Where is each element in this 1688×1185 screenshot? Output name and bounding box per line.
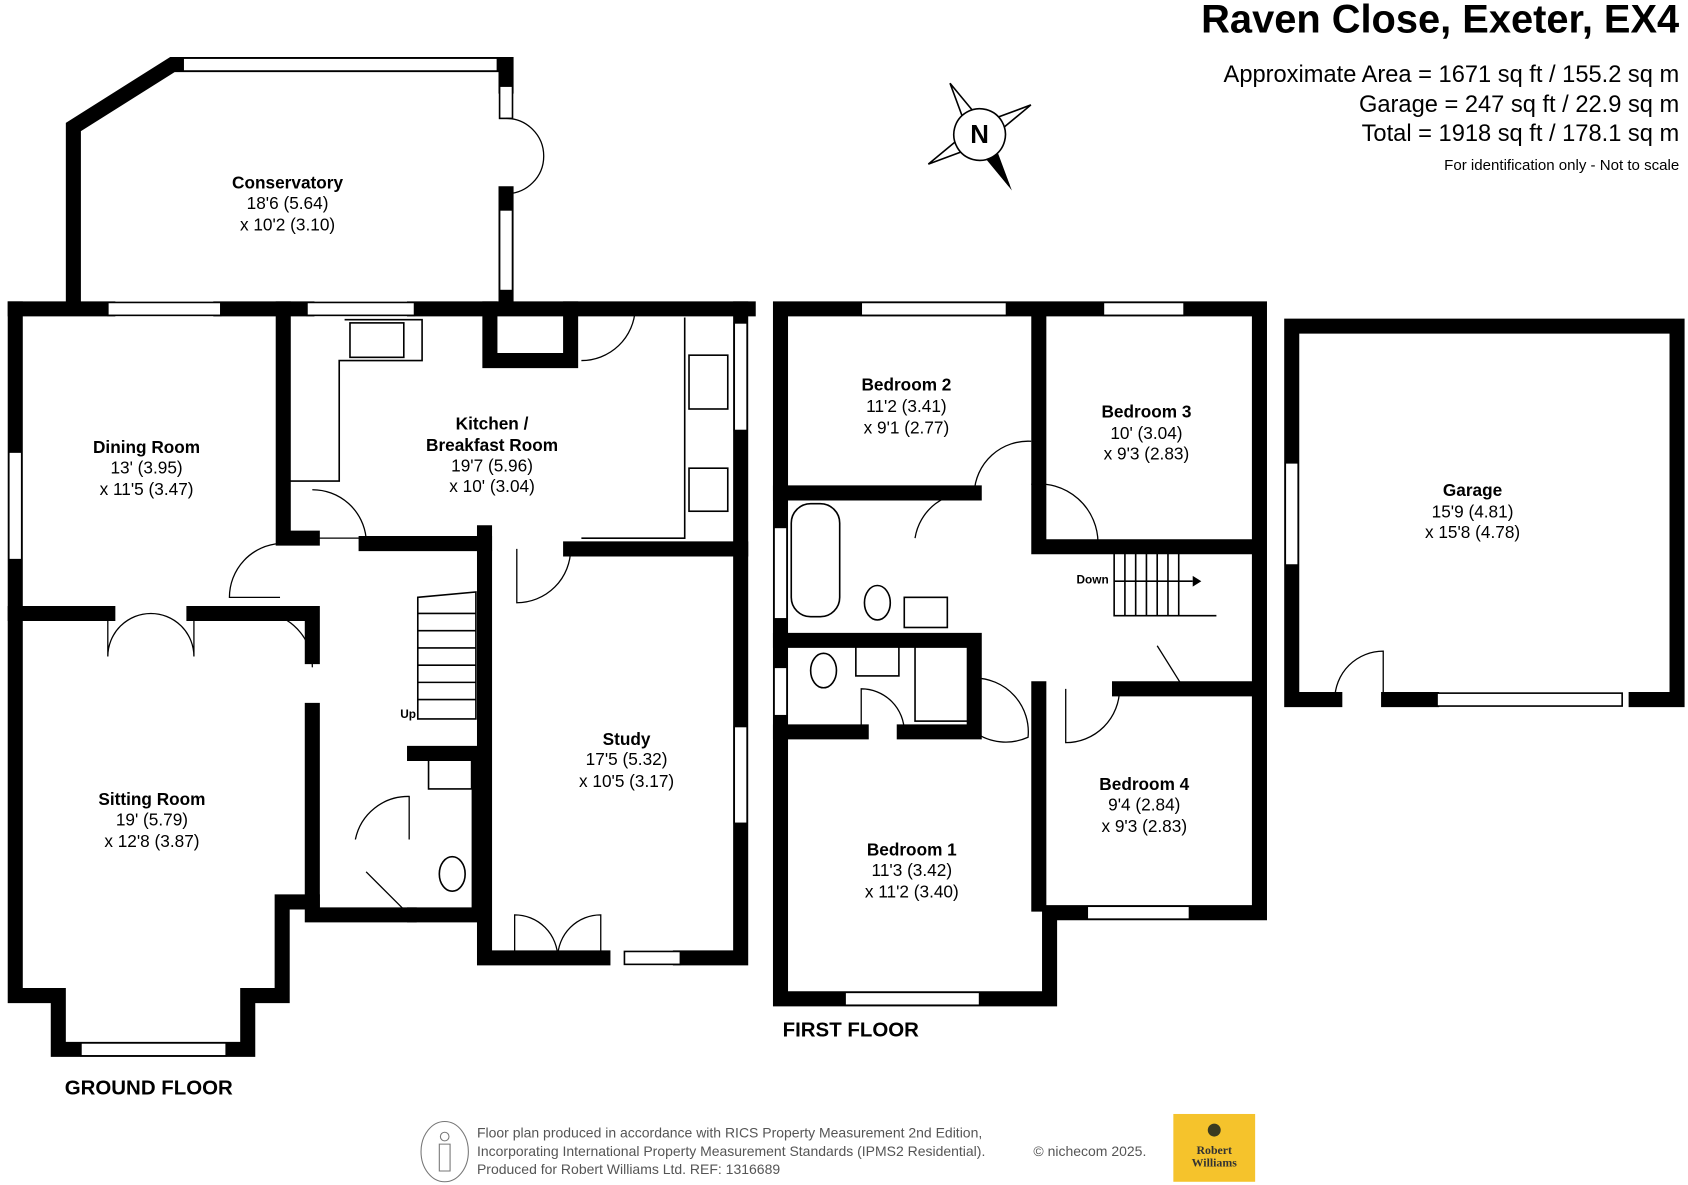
room-dining: Dining Room 13' (3.95) x 11'5 (3.47)	[93, 437, 200, 499]
room-sitting: Sitting Room 19' (5.79) x 12'8 (3.87)	[98, 789, 205, 851]
svg-text:11'2 (3.41): 11'2 (3.41)	[866, 396, 947, 416]
svg-text:x 9'1 (2.77): x 9'1 (2.77)	[864, 418, 950, 438]
property-title: Raven Close, Exeter, EX4	[1201, 0, 1679, 41]
area-line: Total = 1918 sq ft / 178.1 sq m	[1362, 121, 1680, 147]
sink-icon	[688, 354, 729, 410]
svg-text:9'4 (2.84): 9'4 (2.84)	[1108, 794, 1180, 814]
windows	[7, 57, 1623, 1057]
basin-icon	[427, 757, 473, 790]
footer-line: Incorporating International Property Mea…	[477, 1143, 985, 1159]
svg-text:Williams: Williams	[1192, 1156, 1238, 1170]
area-line: Garage = 247 sq ft / 22.9 sq m	[1359, 92, 1679, 118]
svg-text:Bedroom 4: Bedroom 4	[1099, 774, 1189, 794]
doors	[107, 117, 1384, 958]
robert-williams-logo: Robert Williams	[1173, 1113, 1256, 1182]
svg-text:15'9 (4.81): 15'9 (4.81)	[1432, 502, 1514, 522]
toilet-icon	[863, 584, 892, 621]
room-garage: Garage 15'9 (4.81) x 15'8 (4.78)	[1425, 480, 1520, 542]
svg-text:N: N	[970, 121, 989, 149]
garage-walls	[1284, 318, 1685, 708]
svg-text:x 10' (3.04): x 10' (3.04)	[449, 476, 535, 496]
room-bedroom-2: Bedroom 2 11'2 (3.41) x 9'1 (2.77)	[861, 375, 951, 438]
disclaimer: For identification only - Not to scale	[1444, 157, 1679, 174]
svg-text:13' (3.95): 13' (3.95)	[110, 458, 182, 478]
area-line: Approximate Area = 1671 sq ft / 155.2 sq…	[1224, 62, 1680, 88]
svg-text:11'3 (3.42): 11'3 (3.42)	[872, 860, 953, 880]
svg-text:x 11'5 (3.47): x 11'5 (3.47)	[100, 479, 194, 499]
room-bedroom-3: Bedroom 3 10' (3.04) x 9'3 (2.83)	[1101, 402, 1191, 464]
room-conservatory: Conservatory 18'6 (5.64) x 10'2 (3.10)	[232, 172, 343, 234]
room-bedroom-4: Bedroom 4 9'4 (2.84) x 9'3 (2.83)	[1099, 774, 1189, 836]
stairs-up-label: Up	[400, 707, 416, 721]
svg-text:Robert: Robert	[1197, 1143, 1233, 1157]
svg-text:x 12'8 (3.87): x 12'8 (3.87)	[104, 831, 199, 851]
svg-text:x 10'5 (3.17): x 10'5 (3.17)	[579, 771, 674, 791]
svg-text:x 10'2 (3.10): x 10'2 (3.10)	[240, 214, 335, 234]
svg-text:x 9'3 (2.83): x 9'3 (2.83)	[1104, 444, 1190, 464]
staircase-down	[1113, 546, 1217, 617]
svg-text:10' (3.04): 10' (3.04)	[1110, 423, 1182, 443]
shower-icon	[914, 644, 970, 722]
svg-text:Study: Study	[603, 729, 651, 749]
toilet-icon	[438, 855, 466, 892]
svg-text:Bedroom 3: Bedroom 3	[1101, 402, 1191, 422]
svg-text:Dining Room: Dining Room	[93, 437, 200, 457]
copyright: © nichecom 2025.	[1033, 1143, 1146, 1159]
basin-icon	[903, 596, 949, 629]
svg-text:Conservatory: Conservatory	[232, 172, 343, 192]
svg-text:19' (5.79): 19' (5.79)	[116, 810, 188, 830]
svg-text:x 11'2 (3.40): x 11'2 (3.40)	[865, 882, 959, 902]
svg-text:Bedroom 1: Bedroom 1	[867, 840, 957, 860]
svg-text:Bedroom 2: Bedroom 2	[861, 375, 951, 395]
kitchen-sink-icon	[349, 322, 405, 359]
toilet-icon	[809, 652, 838, 689]
footer-line: Floor plan produced in accordance with R…	[477, 1125, 982, 1141]
arrow-icon	[1192, 575, 1202, 587]
room-kitchen: Kitchen / Breakfast Room 19'7 (5.96) x 1…	[426, 413, 558, 495]
room-study: Study 17'5 (5.32) x 10'5 (3.17)	[579, 729, 674, 791]
first-floor-label: FIRST FLOOR	[783, 1018, 919, 1041]
svg-text:Breakfast Room: Breakfast Room	[426, 435, 558, 455]
stairs-down-label: Down	[1077, 572, 1109, 586]
bath-icon	[790, 502, 841, 618]
hob-icon	[688, 467, 729, 513]
svg-text:18'6 (5.64): 18'6 (5.64)	[247, 193, 329, 213]
compass-icon: N	[927, 82, 1032, 191]
basin-icon	[855, 644, 900, 677]
svg-text:Sitting Room: Sitting Room	[98, 789, 205, 809]
staircase-up	[416, 591, 477, 720]
svg-text:17'5 (5.32): 17'5 (5.32)	[586, 749, 668, 769]
svg-text:Kitchen /: Kitchen /	[456, 413, 529, 433]
svg-text:x 9'3 (2.83): x 9'3 (2.83)	[1101, 816, 1187, 836]
footer-line: Produced for Robert Williams Ltd. REF: 1…	[477, 1161, 780, 1177]
first-floor-walls	[772, 301, 1267, 1007]
svg-text:x 15'8 (4.78): x 15'8 (4.78)	[1425, 522, 1520, 542]
ground-floor-label: GROUND FLOOR	[65, 1077, 233, 1100]
svg-text:Garage: Garage	[1443, 480, 1502, 500]
room-bedroom-1: Bedroom 1 11'3 (3.42) x 11'2 (3.40)	[865, 840, 959, 902]
ground-floor-walls	[7, 57, 756, 1057]
person-icon	[420, 1120, 469, 1183]
fixtures	[288, 317, 1217, 892]
svg-text:19'7 (5.96): 19'7 (5.96)	[451, 455, 533, 475]
